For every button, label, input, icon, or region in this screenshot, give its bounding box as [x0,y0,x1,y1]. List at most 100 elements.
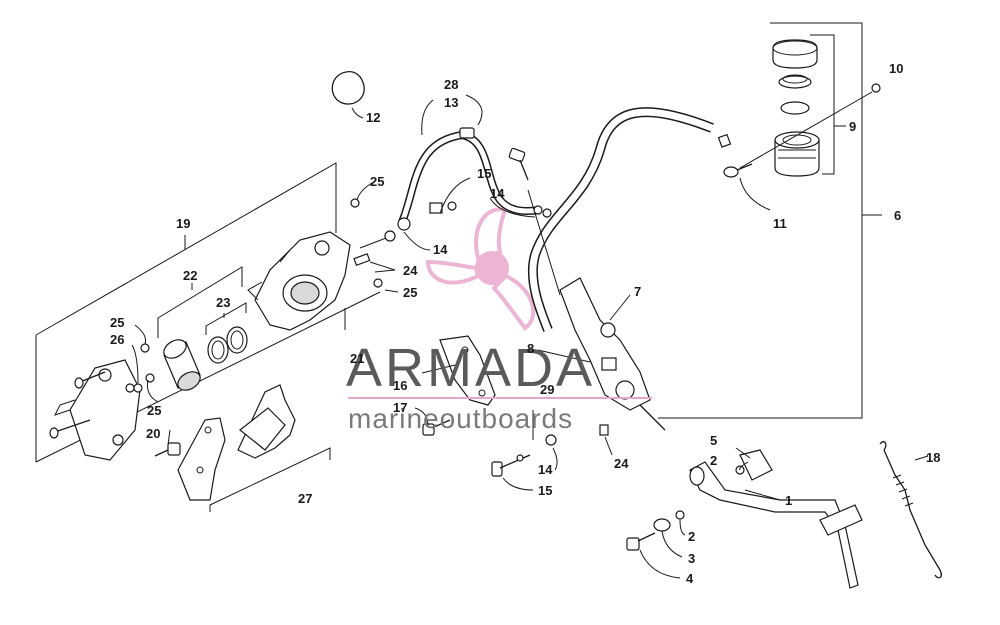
leader-15b [502,477,534,491]
callout-25c: 25 [110,315,124,330]
leader-14c [552,447,558,471]
bolt-17 [422,419,451,436]
bracket-16 [439,335,496,406]
washer-3 [653,518,671,532]
callout-4: 4 [686,571,694,586]
callout-5: 5 [710,433,717,448]
snap-ring-12 [331,70,365,105]
banjo-bolt-14 [359,217,411,249]
callout-19: 19 [176,216,190,231]
leader-11 [739,177,771,211]
leader-5 [735,447,751,459]
leader-25c [134,324,146,345]
bolt-15a [508,147,529,181]
leader-26 [131,344,139,384]
callout-9: 9 [849,119,856,134]
callout-23: 23 [216,295,230,310]
master-cylinder-7 [559,277,666,431]
callout-29: 29 [540,382,554,397]
caliper-21 [247,231,351,331]
seal-23a [207,336,229,364]
hose-fitting [717,133,732,148]
reservoir-hose [527,107,714,332]
bracket-22 [157,266,243,338]
leader-24a [374,269,396,273]
callout-14c: 14 [538,462,553,477]
bleeder-24 [353,253,396,271]
leader-8 [537,349,591,363]
nut-10 [871,83,881,93]
hose-clip-28 [459,127,475,139]
bolt-20 [154,442,181,457]
leader-7 [609,294,631,321]
leader-13 [421,99,434,136]
leader-3 [661,530,683,558]
callout-12: 12 [366,110,380,125]
callout-27: 27 [298,491,312,506]
callout-24a: 24 [403,263,418,278]
callout-21: 21 [350,351,364,366]
callout-18: 18 [926,450,940,465]
leader-14a [403,231,431,251]
piston-22 [163,339,201,391]
bolt-4 [626,532,656,551]
pad-plate-27a [177,417,226,501]
washer-25a [350,198,360,208]
bracket-23 [205,302,247,335]
bracket-27 [209,447,331,512]
leader-16 [421,364,456,374]
washer-25b [373,278,383,288]
callout-25a: 25 [370,174,384,189]
group-bracket-6 [658,22,863,419]
reservoir-assembly [772,34,846,177]
brake-pedal-1 [689,449,863,589]
callout-25b: 25 [403,285,417,300]
caliper-mount-bracket [49,359,141,461]
seal-23b [226,326,248,354]
callout-24b: 24 [614,456,629,471]
washer-25d [145,373,155,383]
spring-18 [879,441,942,579]
callout-14a: 14 [433,242,448,257]
callout-16: 16 [393,378,407,393]
pad-friction-27 [239,407,286,451]
callout-2b: 2 [688,529,695,544]
watermark-subtitle: marineoutboards [348,403,573,434]
bolt-24b [599,424,609,436]
callout-3: 3 [688,551,695,566]
leader-14b [489,197,536,218]
leader-25a [356,182,373,201]
callout-14b: 14 [490,186,505,201]
leader-24b [604,436,613,456]
callout-2a: 2 [710,453,717,468]
callout-1: 1 [785,493,792,508]
leader-4 [639,549,681,579]
bolt-line-14 [527,189,561,296]
washer-2b [675,510,685,520]
callout-6: 6 [894,208,901,223]
leader-15a [439,177,471,214]
callout-7: 7 [634,284,641,299]
bracket-19 [35,162,337,336]
callout-28: 28 [444,77,458,92]
leader-17 [414,407,429,427]
watermark-title: ARMADA [346,338,595,398]
leader-25d [147,379,159,403]
callout-15a: 15 [477,166,491,181]
leader-18 [914,455,929,461]
leader-12 [351,107,364,119]
callout-10: 10 [889,61,903,76]
callout-11: 11 [773,216,787,231]
bolt-15b [491,434,557,477]
callout-15b: 15 [538,483,552,498]
washer-25e [133,383,143,393]
callout-22: 22 [183,268,197,283]
callout-26: 26 [110,332,124,347]
leader-28 [465,94,483,126]
screw-11 [723,163,753,178]
callout-8: 8 [527,341,534,356]
washer-26 [140,343,150,353]
callout-25d: 25 [147,403,161,418]
